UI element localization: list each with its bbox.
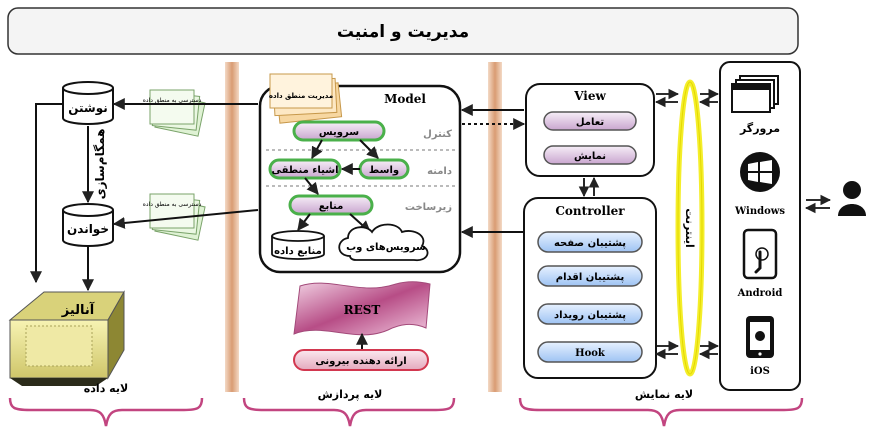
display-label: نمایش	[574, 151, 606, 162]
page-support-pill: پشتیبان صفحه	[537, 231, 643, 253]
user-icon	[838, 181, 866, 216]
processing-layer-brace: لایه پردازش	[242, 388, 456, 427]
model-title: Model	[384, 92, 426, 106]
web-services-cloud-icon: سرویس‌های وب	[338, 223, 429, 262]
intermediary-pill: واسط	[358, 158, 410, 180]
interaction-pill: تعامل	[543, 111, 637, 131]
view-box: View تعامل نمایش	[525, 83, 655, 177]
display-pill: نمایش	[543, 145, 637, 165]
event-support-label: پشتیبان رویداد	[554, 310, 626, 321]
service-to-logic-arrow	[311, 139, 323, 160]
access-note-bottom: دسترسی به منطق داده	[143, 201, 202, 208]
android-label: Android	[737, 288, 783, 299]
clients-panel: مرورگر Windows Android iOS	[719, 61, 801, 391]
hook-label: Hook	[575, 348, 606, 359]
control-label: کنترل	[423, 129, 452, 140]
rest-label: REST	[344, 303, 381, 317]
sync-label: همگام‌سازی	[93, 129, 108, 200]
read-database-icon: خواندن	[62, 203, 114, 247]
analysis-cube-icon: آنالیز	[8, 290, 125, 386]
separator-processing-presentation	[488, 62, 502, 392]
header-title: مدیریت و امنیت	[337, 22, 469, 42]
access-note-top-icon: دسترسی به منطق داده	[143, 89, 206, 137]
presentation-layer-label: لایه نمایش	[635, 388, 693, 401]
android-phone-icon	[742, 228, 778, 280]
browser-label: مرورگر	[739, 122, 780, 135]
domain-label: دامنه	[427, 166, 452, 177]
data-sources-label: منابع داده	[274, 246, 322, 257]
data-sources-icon: منابع داده	[271, 230, 325, 260]
data-layer: نوشتن خواندن همگام‌سازی دسترسی به منطق د…	[8, 81, 259, 386]
data-layer-label: لایه داده	[84, 382, 128, 395]
rest-ribbon: REST	[293, 281, 431, 336]
separator-data-processing	[225, 62, 239, 392]
write-to-analysis-arrow	[30, 103, 63, 284]
infra-label: زیرساخت	[405, 202, 452, 213]
browser-windows-icon	[731, 75, 779, 113]
controller-title: Controller	[555, 204, 625, 218]
management-security-bar: مدیریت و امنیت	[7, 7, 799, 55]
resources-label: منابع	[319, 201, 344, 212]
interaction-label: تعامل	[576, 117, 605, 128]
write-database-icon: نوشتن	[62, 81, 114, 125]
analysis-label: آنالیز	[61, 301, 95, 318]
processing-layer-label: لایه پردازش	[318, 388, 383, 401]
logic-objects-pill: اشیاء منطقی	[268, 158, 342, 180]
resources-pill: منابع	[288, 194, 374, 216]
data-layer-brace: لایه داده	[8, 382, 204, 427]
view-title: View	[573, 89, 606, 103]
controller-box: Controller پشتیبان صفحه پشتیبان اقدام پش…	[523, 197, 657, 379]
model-box: Model مدیریت منطق داده کنترل دامنه زیرسا…	[258, 73, 462, 274]
internet-ring: اینترنت	[675, 79, 705, 377]
resources-to-db-arrow	[297, 213, 311, 231]
web-services-label: سرویس‌های وب	[346, 242, 426, 253]
page-support-label: پشتیبان صفحه	[554, 238, 626, 249]
logic-to-resources-arrow	[304, 177, 319, 195]
external-provider-pill: ارائه دهنده بیرونی	[293, 349, 429, 371]
access-note-top: دسترسی به منطق داده	[143, 97, 202, 104]
event-support-pill: پشتیبان رویداد	[537, 303, 643, 325]
ios-phone-icon	[746, 316, 774, 358]
write-label: نوشتن	[68, 101, 108, 116]
external-provider-label: ارائه دهنده بیرونی	[315, 356, 406, 367]
service-to-intermediary-arrow	[359, 139, 379, 159]
logic-objects-label: اشیاء منطقی	[271, 165, 338, 176]
data-logic-label: مدیریت منطق داده	[269, 92, 333, 100]
action-support-pill: پشتیبان اقدام	[537, 265, 643, 287]
service-label: سرویس	[319, 127, 359, 138]
action-support-label: پشتیبان اقدام	[556, 272, 625, 283]
read-label: خواندن	[67, 222, 109, 237]
presentation-layer-brace: لایه نمایش	[518, 388, 804, 427]
intermediary-label: واسط	[369, 165, 399, 176]
read-model-arrow	[112, 209, 259, 229]
internet-label: اینترنت	[683, 208, 696, 248]
windows-label: Windows	[734, 206, 785, 217]
access-note-bottom-icon: دسترسی به منطق داده	[143, 193, 206, 241]
data-logic-note-icon: مدیریت منطق داده	[269, 73, 343, 124]
ios-label: iOS	[750, 366, 770, 377]
windows-logo-icon	[740, 152, 780, 192]
hook-pill: Hook	[537, 341, 643, 363]
service-pill: سرویس	[292, 120, 386, 142]
